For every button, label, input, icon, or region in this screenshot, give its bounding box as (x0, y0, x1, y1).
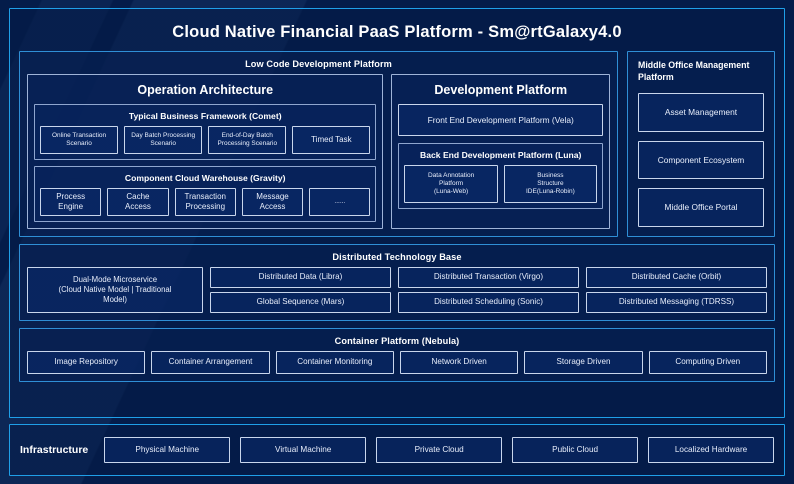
item-business-structure-ide-luna-robin[interactable]: Business Structure IDE(Luna-Robin) (503, 165, 598, 203)
operation-architecture-title: Operation Architecture (137, 83, 274, 97)
infrastructure-items: Physical Machine Virtual Machine Private… (104, 437, 775, 463)
item-storage-driven[interactable]: Storage Driven (524, 351, 643, 374)
item-ellipsis-placeholder[interactable]: ...... (309, 188, 371, 216)
item-global-sequence-mars[interactable]: Global Sequence (Mars) (210, 292, 391, 313)
gravity-group-title: Component Cloud Warehouse (Gravity) (124, 173, 286, 183)
container-platform-title: Container Platform (Nebula) (334, 336, 460, 346)
distributed-technology-base-body: Dual-Mode Microservice (Cloud Native Mod… (27, 267, 767, 313)
item-container-monitoring[interactable]: Container Monitoring (275, 351, 394, 374)
item-distributed-scheduling-sonic[interactable]: Distributed Scheduling (Sonic) (398, 292, 579, 313)
middle-office-management-platform-panel: Middle Office Management Platform Asset … (627, 51, 775, 237)
item-front-end-development-platform-vela[interactable]: Front End Development Platform (Vela) (398, 104, 603, 136)
top-region: Low Code Development Platform Operation … (19, 51, 775, 237)
page-title: Cloud Native Financial PaaS Platform - S… (172, 23, 622, 41)
item-transaction-processing[interactable]: Transaction Processing (174, 188, 236, 216)
item-localized-hardware[interactable]: Localized Hardware (648, 437, 775, 463)
luna-items-row: Data Annotation Platform (Luna-Web) Busi… (404, 165, 598, 203)
low-code-panel-title: Low Code Development Platform (245, 59, 392, 69)
item-container-arrangement[interactable]: Container Arrangement (151, 351, 270, 374)
comet-items-row: Online Transaction Scenario Day Batch Pr… (40, 126, 371, 154)
infrastructure-frame: Infrastructure Physical Machine Virtual … (9, 424, 785, 476)
item-component-ecosystem[interactable]: Component Ecosystem (638, 140, 764, 180)
item-private-cloud[interactable]: Private Cloud (376, 437, 503, 463)
gravity-items-row: Process Engine Cache Access Transaction … (40, 188, 371, 216)
typical-business-framework-group: Typical Business Framework (Comet) Onlin… (34, 104, 377, 160)
item-public-cloud[interactable]: Public Cloud (512, 437, 639, 463)
item-middle-office-portal[interactable]: Middle Office Portal (638, 188, 764, 227)
item-image-repository[interactable]: Image Repository (27, 351, 146, 374)
item-distributed-cache-orbit[interactable]: Distributed Cache (Orbit) (586, 267, 767, 288)
back-end-development-platform-group: Back End Development Platform (Luna) Dat… (398, 143, 603, 209)
comet-group-title: Typical Business Framework (Comet) (128, 111, 282, 121)
item-asset-management[interactable]: Asset Management (638, 92, 764, 132)
distributed-technology-items-grid: Distributed Data (Libra) Distributed Tra… (210, 267, 767, 313)
low-code-development-platform-panel: Low Code Development Platform Operation … (19, 51, 618, 237)
item-network-driven[interactable]: Network Driven (399, 351, 519, 374)
item-virtual-machine[interactable]: Virtual Machine (240, 437, 367, 463)
distributed-technology-base-panel: Distributed Technology Base Dual-Mode Mi… (19, 244, 775, 321)
low-code-columns: Operation Architecture Typical Business … (27, 74, 610, 229)
infrastructure-label: Infrastructure (20, 444, 89, 456)
item-day-batch-processing-scenario[interactable]: Day Batch Processing Scenario (124, 126, 203, 154)
item-distributed-transaction-virgo[interactable]: Distributed Transaction (Virgo) (398, 267, 579, 288)
middle-office-panel-title: Middle Office Management Platform (638, 60, 750, 82)
development-platform-panel: Development Platform Front End Developme… (391, 74, 610, 229)
operation-architecture-panel: Operation Architecture Typical Business … (27, 74, 384, 229)
item-distributed-data-libra[interactable]: Distributed Data (Libra) (210, 267, 391, 288)
container-platform-items: Image Repository Container Arrangement C… (27, 351, 767, 374)
platform-main-frame: Cloud Native Financial PaaS Platform - S… (9, 8, 785, 418)
luna-group-title: Back End Development Platform (Luna) (420, 150, 582, 160)
item-timed-task[interactable]: Timed Task (292, 126, 371, 154)
component-cloud-warehouse-group: Component Cloud Warehouse (Gravity) Proc… (34, 166, 377, 222)
item-physical-machine[interactable]: Physical Machine (104, 437, 231, 463)
container-platform-panel: Container Platform (Nebula) Image Reposi… (19, 328, 775, 382)
item-cache-access[interactable]: Cache Access (107, 188, 169, 216)
item-end-of-day-batch-processing-scenario[interactable]: End-of-Day Batch Processing Scenario (208, 126, 287, 154)
item-message-access[interactable]: Message Access (241, 188, 304, 216)
item-online-transaction-scenario[interactable]: Online Transaction Scenario (40, 126, 119, 154)
item-dual-mode-microservice[interactable]: Dual-Mode Microservice (Cloud Native Mod… (27, 267, 203, 313)
item-data-annotation-platform-luna-web[interactable]: Data Annotation Platform (Luna-Web) (404, 165, 498, 203)
item-computing-driven[interactable]: Computing Driven (648, 351, 767, 374)
middle-office-items: Asset Management Component Ecosystem Mid… (638, 92, 764, 227)
distributed-technology-base-title: Distributed Technology Base (332, 252, 462, 262)
development-platform-title: Development Platform (434, 83, 568, 97)
item-process-engine[interactable]: Process Engine (40, 188, 102, 216)
item-distributed-messaging-tdrss[interactable]: Distributed Messaging (TDRSS) (586, 292, 767, 313)
